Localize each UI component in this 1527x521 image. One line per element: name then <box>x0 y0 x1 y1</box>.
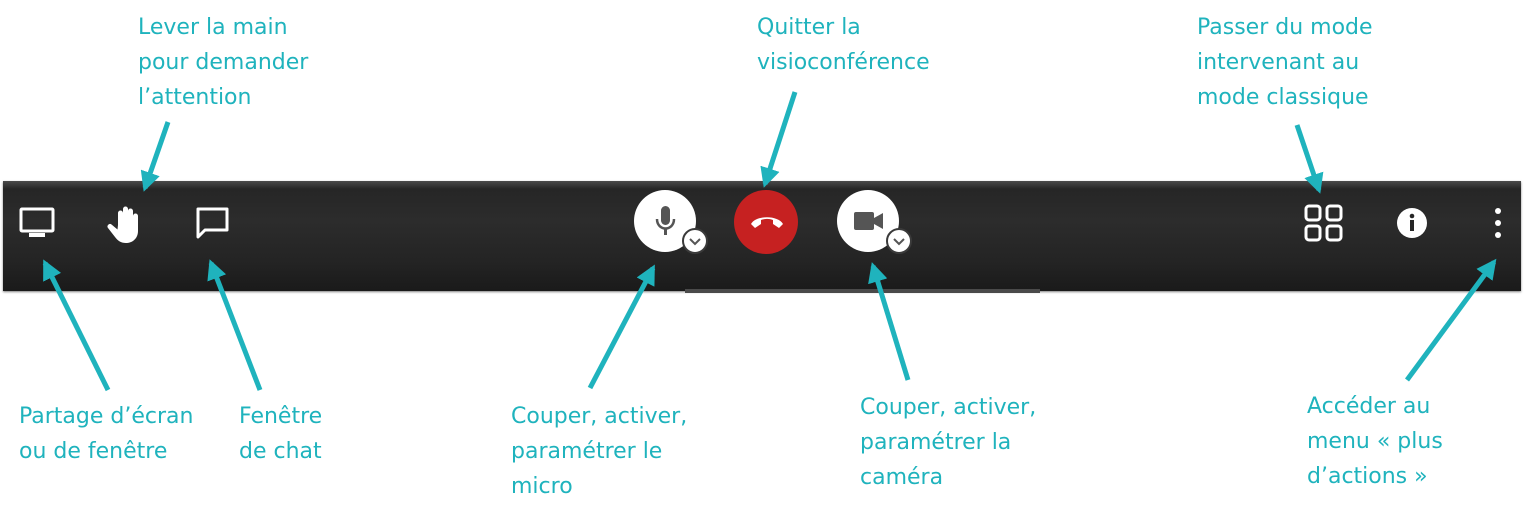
annotation-switch-mode: Passer du mode intervenant au mode class… <box>1197 15 1373 110</box>
video-camera-icon <box>854 212 883 230</box>
vertical-dots-icon[interactable] <box>1489 206 1507 240</box>
arrow-switch-mode <box>1294 124 1324 194</box>
camera-options-button[interactable] <box>886 228 912 254</box>
microphone-options-button[interactable] <box>682 228 708 254</box>
chevron-down-icon <box>893 238 905 246</box>
hand-icon[interactable] <box>106 203 146 245</box>
arrow-mic <box>587 264 656 390</box>
annotation-mic: Couper, activer, paramétrer le micro <box>511 404 688 499</box>
arrow-leave <box>760 91 798 188</box>
annotation-screen-share: Partage d’écran ou de fenêtre <box>19 404 194 464</box>
arrow-more-actions <box>1404 258 1497 382</box>
arrow-camera <box>868 262 911 381</box>
chevron-down-icon <box>689 238 701 246</box>
arrow-chat <box>207 259 263 391</box>
arrow-raise-hand <box>140 121 171 192</box>
microphone-icon <box>655 206 676 235</box>
phone-hangup-icon <box>751 217 783 228</box>
arrow-screen-share <box>42 259 111 392</box>
chat-bubble-icon[interactable] <box>195 206 231 240</box>
annotation-camera: Couper, activer, paramétrer la caméra <box>860 395 1037 490</box>
annotation-leave: Quitter la visioconférence <box>757 15 930 75</box>
info-icon[interactable] <box>1395 206 1429 240</box>
hang-up-button[interactable] <box>734 190 798 254</box>
annotation-more-actions: Accéder au menu « plus d’actions » <box>1307 394 1443 489</box>
annotation-chat: Fenêtre de chat <box>239 404 323 464</box>
monitor-icon[interactable] <box>19 207 57 239</box>
toolbar-scroll-indicator <box>685 289 1040 293</box>
grid-icon[interactable] <box>1303 203 1345 243</box>
annotation-raise-hand: Lever la main pour demander l’attention <box>138 15 309 110</box>
